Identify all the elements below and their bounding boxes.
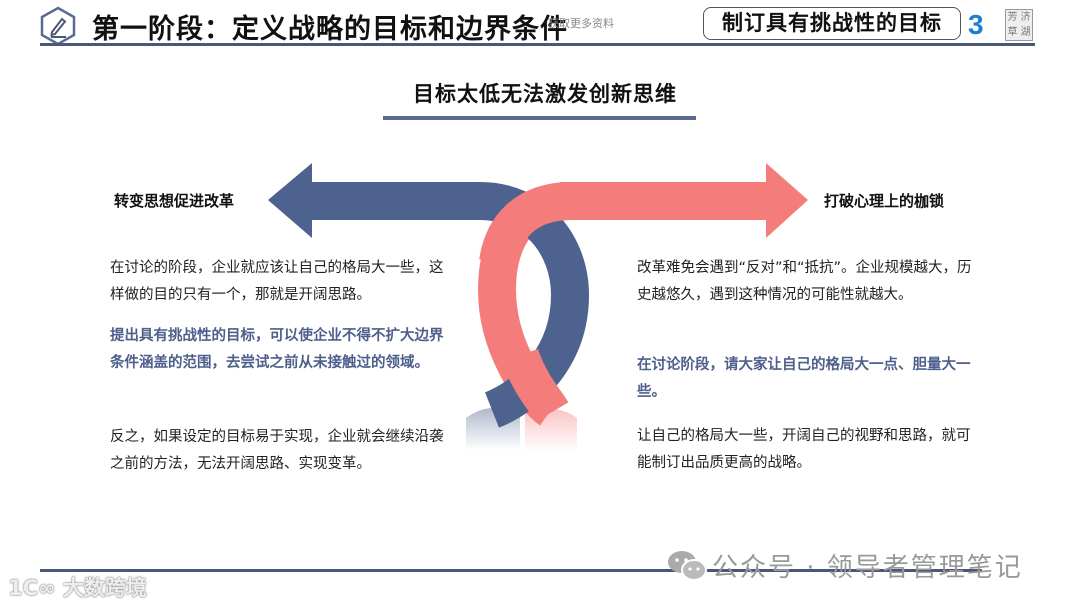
right-paragraph-1: 改革难免会遇到“反对”和“抵抗”。企业规模越大，历史越悠久，遇到这种情况的可能性… <box>637 260 972 303</box>
wechat-watermark: 公众号 · 领导者管理笔记 <box>712 553 1023 583</box>
corner-logo: 1C∞ <box>8 576 56 600</box>
section-subtitle: 目标太低无法激发创新思维 <box>413 82 677 106</box>
page-title: 第一阶段：定义战略的目标和边界条件 <box>92 14 568 45</box>
corner-watermark: 1C∞ 大数跨境 <box>8 572 147 602</box>
seal-char: 湖 <box>1020 27 1031 38</box>
seal-char: 芳 <box>1007 12 1018 23</box>
header-divider <box>40 43 1035 46</box>
left-paragraph-2-emphasis: 提出具有挑战性的目标，可以使企业不得不扩大边界条件涵盖的范围，去尝试之前从未接触… <box>110 328 444 371</box>
right-arrow-label: 打破心理上的枷锁 <box>824 192 945 210</box>
corner-watermark-text: 大数跨境 <box>62 576 147 600</box>
footer-divider <box>40 569 982 572</box>
left-paragraph-1: 在讨论的阶段，企业就应该让自己的格局大一些，这样做的目的只有一个，那就是开阔思路… <box>110 260 444 303</box>
header-watermark: 获取更多资料 <box>548 17 614 30</box>
subtitle-underline <box>383 116 696 120</box>
blue-arrow-head <box>268 163 312 238</box>
brand-logo: 3 <box>968 9 984 40</box>
brand-seal: 芳 济 草 湖 <box>1005 9 1033 41</box>
wechat-icon <box>668 551 707 581</box>
left-arrow-label: 转变思想促进改革 <box>114 192 235 210</box>
seal-char: 草 <box>1007 27 1018 38</box>
pink-arrow-head <box>766 163 808 238</box>
right-paragraph-2-emphasis: 在讨论阶段，请大家让自己的格局大一点、胆量大一些。 <box>637 357 971 400</box>
right-paragraph-3: 让自己的格局大一些，开阔自己的视野和思路，就可能制订出品质更高的战略。 <box>637 428 971 471</box>
left-paragraph-3: 反之，如果设定的目标易于实现，企业就会继续沿袭之前的方法，无法开阔思路、实现变革… <box>110 429 444 472</box>
seal-char: 济 <box>1020 12 1031 23</box>
section-pill: 制订具有挑战性的目标 <box>703 7 961 40</box>
